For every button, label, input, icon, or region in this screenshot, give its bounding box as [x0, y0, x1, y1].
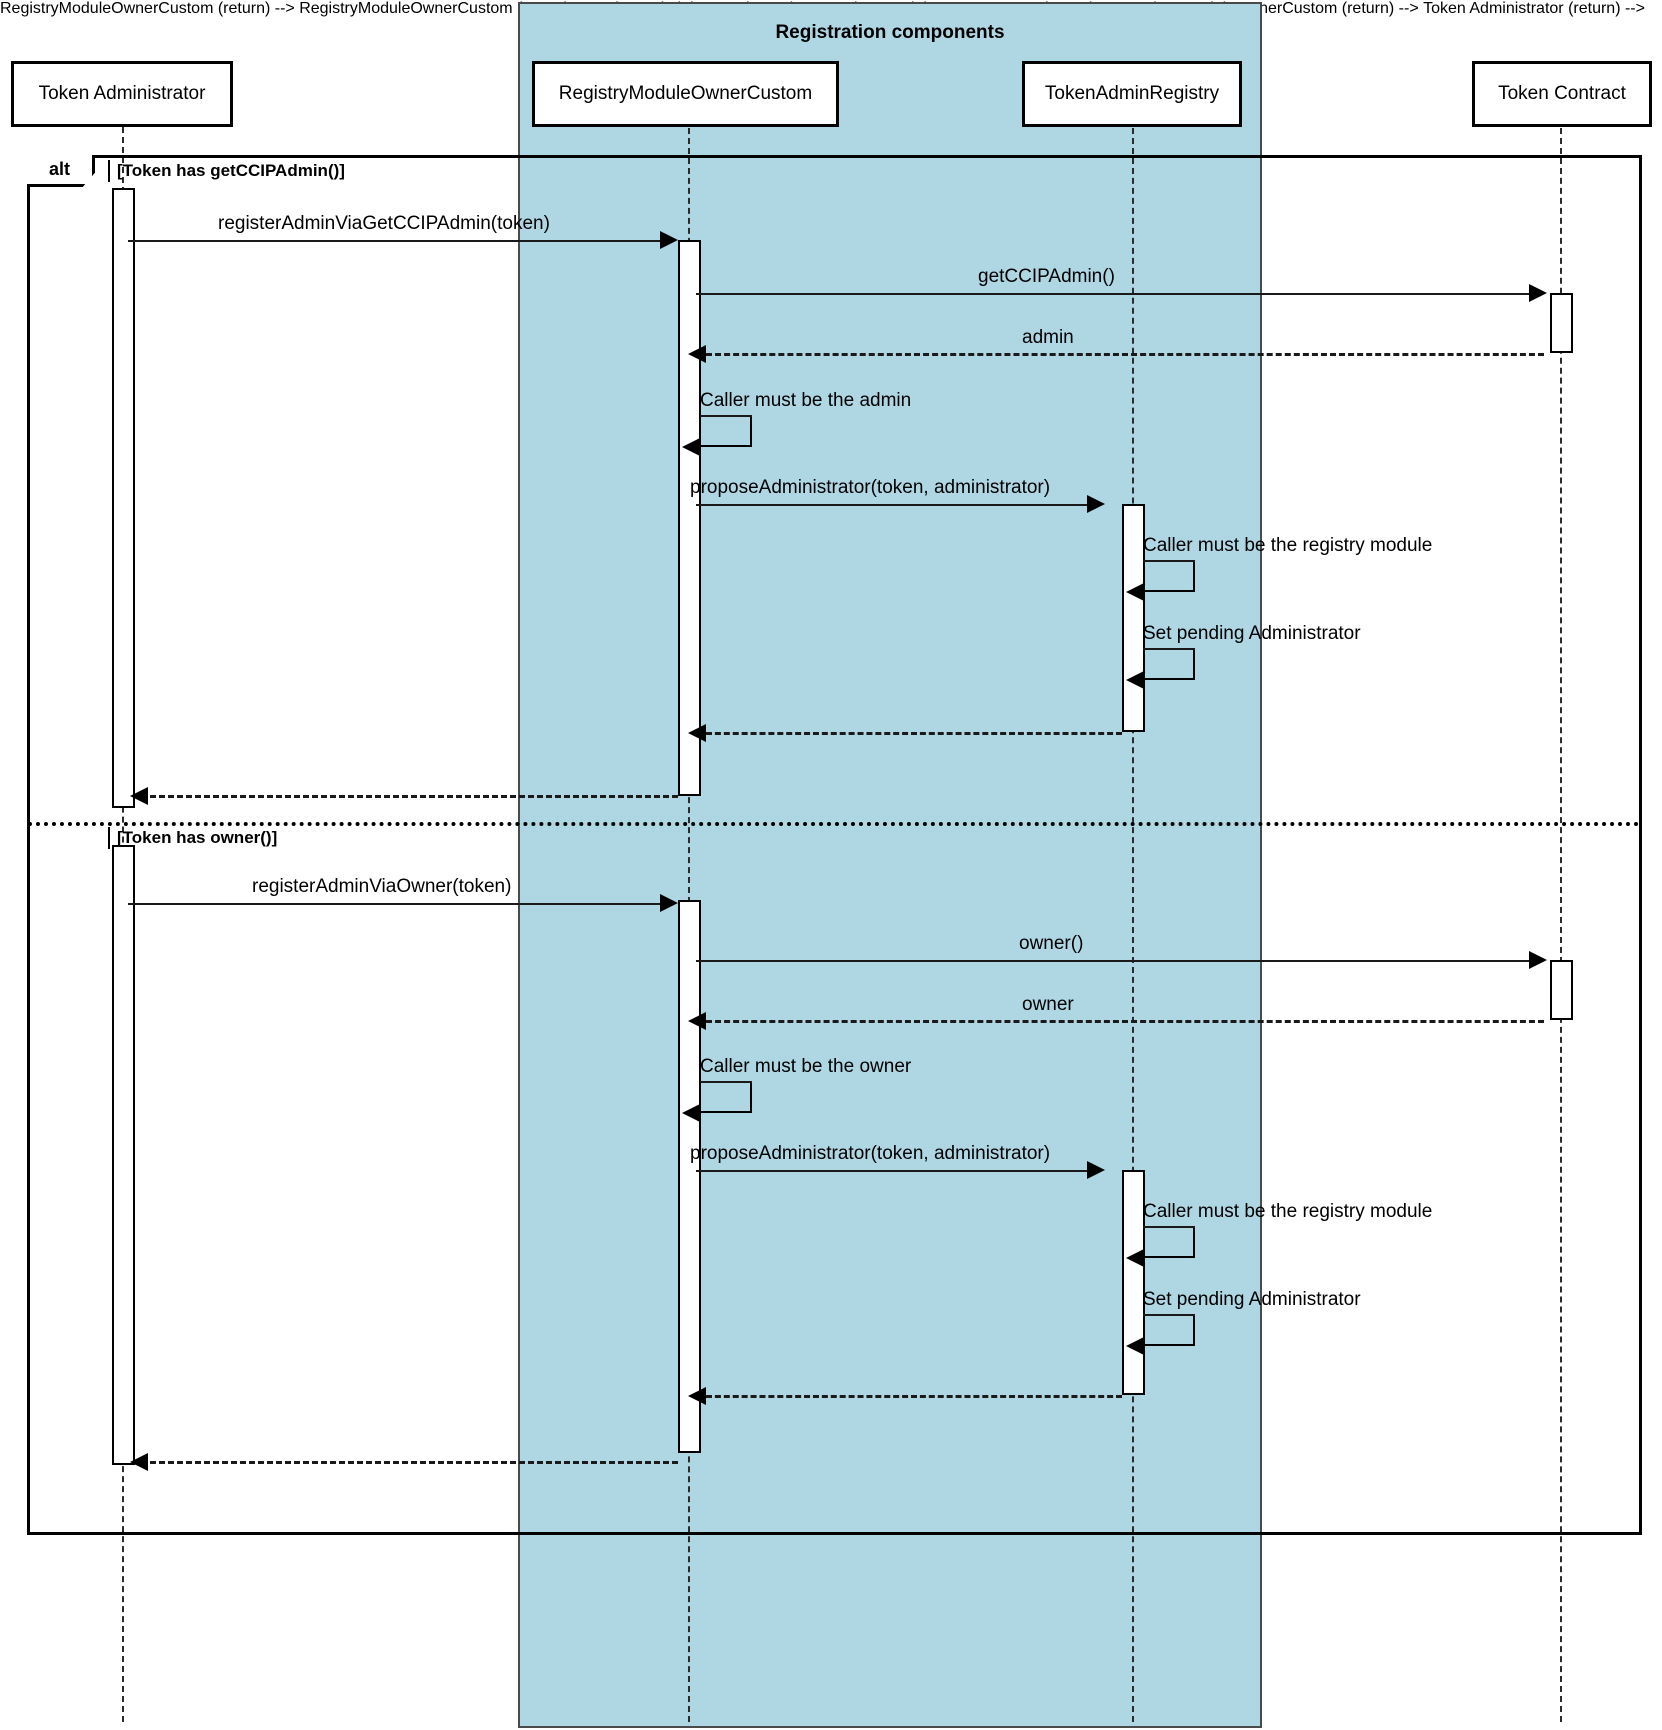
message-line-m2	[696, 293, 1532, 295]
message-self-box-m16	[1143, 1314, 1195, 1346]
participant-registry-module-owner-custom[interactable]: RegistryModuleOwnerCustom	[532, 61, 839, 127]
message-arrowhead-m11	[1529, 951, 1547, 969]
alt-combined-fragment	[27, 155, 1642, 1535]
message-label-m3: admin	[1022, 327, 1074, 348]
message-label-m6: Caller must be the registry module	[1143, 535, 1433, 556]
activation-token-contract-1	[1550, 293, 1573, 353]
group-box-registration-components	[518, 2, 1262, 1728]
participant-token-administrator[interactable]: Token Administrator	[11, 61, 233, 127]
guard-tick-2	[108, 827, 110, 849]
message-self-box-m13	[700, 1081, 752, 1113]
message-line-m3	[706, 353, 1544, 356]
message-arrowhead-m9	[130, 787, 148, 805]
alt-section-divider	[28, 822, 1640, 826]
message-arrowhead-m12	[688, 1012, 706, 1030]
message-arrowhead-m4	[682, 438, 700, 456]
participant-token-admin-registry[interactable]: TokenAdminRegistry	[1022, 61, 1242, 127]
activation-registry-module-1	[678, 240, 701, 796]
message-arrowhead-m16	[1126, 1337, 1144, 1355]
activation-token-administrator-2	[111, 845, 135, 1465]
message-line-m13	[700, 1081, 752, 1083]
message-arrowhead-m1	[660, 231, 678, 249]
message-line-m1	[128, 240, 673, 242]
message-self-box-m7	[1143, 648, 1195, 680]
guard-tick-1	[108, 160, 110, 182]
message-label-m11: owner()	[1019, 933, 1084, 954]
message-arrowhead-m13	[682, 1104, 700, 1122]
message-arrowhead-m8	[688, 724, 706, 742]
message-arrowhead-m18	[130, 1453, 148, 1471]
message-label-m7: Set pending Administrator	[1143, 623, 1361, 644]
message-line-m11	[696, 960, 1532, 962]
alt-operator-label: alt	[27, 155, 95, 187]
activation-token-admin-registry-2	[1121, 1170, 1145, 1395]
message-arrowhead-m5	[1087, 495, 1105, 513]
message-arrowhead-m2	[1529, 284, 1547, 302]
alt-guard-2: [Token has owner()]	[117, 828, 278, 847]
message-line-m14	[696, 1170, 1090, 1172]
message-self-box-m4	[700, 415, 752, 447]
activation-token-admin-registry-1	[1122, 504, 1145, 732]
message-arrowhead-m17	[688, 1387, 706, 1405]
group-box-title: Registration components	[775, 22, 1005, 43]
message-line-m8	[706, 732, 1122, 735]
message-label-m2: getCCIPAdmin()	[978, 266, 1115, 287]
message-line-m12	[706, 1020, 1544, 1023]
message-self-box-m15	[1143, 1226, 1195, 1258]
message-line-m6	[1143, 560, 1195, 562]
message-label-m4: Caller must be the admin	[700, 390, 912, 411]
participant-token-contract[interactable]: Token Contract	[1472, 61, 1652, 127]
message-line-m18	[150, 1461, 678, 1464]
message-label-m1: registerAdminViaGetCCIPAdmin(token)	[218, 213, 550, 234]
lifeline-token-admin-registry	[1132, 128, 1134, 1722]
lifeline-token-contract	[1560, 128, 1562, 1722]
message-arrowhead-m14	[1087, 1161, 1105, 1179]
message-arrowhead-m7	[1126, 671, 1144, 689]
message-arrowhead-m3	[688, 345, 706, 363]
message-label-m10: registerAdminViaOwner(token)	[252, 876, 512, 897]
message-line-m9	[150, 795, 678, 798]
message-self-box-m6	[1143, 560, 1195, 592]
message-line-m17	[706, 1395, 1122, 1398]
activation-token-contract-2	[1549, 960, 1573, 1020]
message-line-m16	[1143, 1314, 1195, 1316]
message-label-m5: proposeAdministrator(token, administrato…	[690, 477, 1051, 498]
message-line-m10	[128, 903, 673, 905]
alt-guard-1: [Token has getCCIPAdmin()]	[117, 161, 345, 180]
message-label-m15: Caller must be the registry module	[1143, 1201, 1433, 1222]
message-label-m12: owner	[1022, 994, 1074, 1015]
message-line-m15	[1143, 1226, 1195, 1228]
activation-token-administrator-1	[112, 188, 135, 808]
message-label-m16: Set pending Administrator	[1143, 1289, 1361, 1310]
message-arrowhead-m10	[660, 894, 678, 912]
message-arrowhead-m15	[1126, 1249, 1144, 1267]
message-arrowhead-m6	[1126, 583, 1144, 601]
message-line-m7	[1143, 648, 1195, 650]
message-label-m14: proposeAdministrator(token, administrato…	[690, 1143, 1051, 1164]
message-line-m5	[696, 504, 1090, 506]
message-line-m4	[700, 415, 752, 417]
activation-registry-module-2	[677, 900, 701, 1453]
message-label-m13: Caller must be the owner	[700, 1056, 912, 1077]
